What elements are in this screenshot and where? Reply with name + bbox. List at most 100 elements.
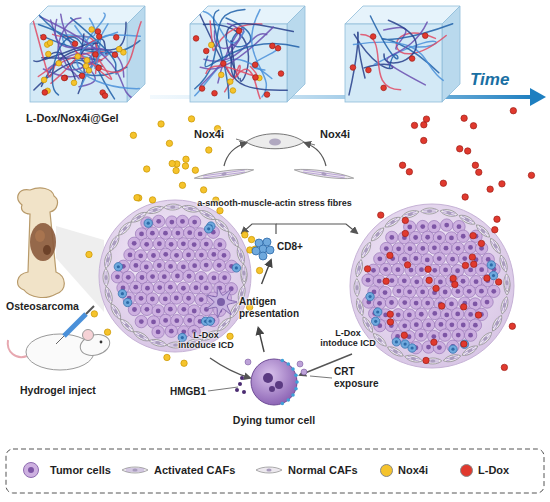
tumor-nucleus — [474, 279, 479, 284]
ldox-dot — [378, 212, 384, 218]
tumor-nucleus — [151, 253, 156, 258]
tumor-cell — [464, 241, 476, 253]
time-label: Time — [470, 70, 530, 90]
tumor-nucleus — [139, 232, 144, 237]
nox4i-dot — [91, 311, 97, 317]
tumor-nucleus — [444, 223, 449, 228]
tumor-nucleus — [461, 279, 466, 284]
activated-caf — [498, 254, 509, 273]
activated-caf — [216, 316, 233, 333]
tumor-nucleus — [180, 219, 185, 224]
tumor-nucleus — [407, 313, 412, 318]
t-cell-nucleus — [403, 342, 406, 345]
nox4i-dot — [130, 132, 136, 138]
gel-fibre — [252, 10, 267, 97]
tumor-cell — [182, 292, 194, 304]
nox4i-dot — [206, 147, 212, 153]
tumor-sphere — [350, 204, 514, 368]
legend-entry: L-Dox — [460, 461, 509, 479]
t-cell-nucleus — [490, 263, 493, 266]
activated-caf — [194, 167, 254, 181]
activated-caf — [499, 296, 509, 315]
tumor-nucleus — [409, 268, 414, 273]
tumor-nucleus — [222, 275, 227, 280]
icd-arrow — [210, 358, 250, 378]
nox4i-dot — [104, 329, 110, 335]
tumor-cell — [410, 252, 422, 264]
tumor-cell — [440, 242, 452, 254]
t-cell-nucleus — [492, 274, 495, 277]
ldox-dot — [96, 34, 102, 40]
ldox-dot — [221, 61, 227, 67]
hydrogel-cube — [190, 6, 305, 102]
t-cell — [252, 247, 260, 255]
activated-caf — [477, 330, 494, 347]
tumor-cell — [416, 286, 428, 298]
tumor-cell — [213, 259, 225, 271]
tumor-cell — [392, 263, 404, 275]
caf-nucleus — [269, 139, 281, 146]
nox4i-dot — [200, 187, 206, 193]
activated-caf — [184, 337, 203, 348]
tumor-cell — [428, 220, 440, 232]
t-cell-nucleus — [235, 266, 238, 269]
tumor-nucleus — [212, 276, 217, 281]
ldox-dot — [270, 43, 276, 49]
activated-caf — [354, 259, 364, 278]
tumor-nucleus — [383, 267, 388, 272]
ldox-dot — [462, 194, 468, 200]
activated-caf — [488, 237, 503, 255]
tumor-cell — [160, 248, 172, 260]
ldox-dot — [402, 217, 408, 223]
tumor-nucleus — [138, 253, 143, 258]
nox4i-dot — [208, 42, 214, 48]
tumor-nucleus — [192, 263, 197, 268]
inhibition-arrow — [224, 143, 246, 166]
bone-symbol — [18, 188, 65, 297]
t-cell-nucleus — [126, 301, 129, 304]
ldox-dot — [484, 275, 490, 281]
tumor-nucleus — [151, 320, 156, 325]
normal-caf — [256, 467, 282, 473]
tumor-nucleus — [181, 307, 186, 312]
tumor-nucleus — [443, 333, 448, 338]
legend-swatch — [380, 464, 393, 477]
nox4i-dot — [86, 251, 92, 257]
nox4i-dot — [46, 51, 52, 57]
activated-caf — [458, 213, 477, 227]
nox4i-dot — [144, 166, 150, 172]
activated-caf — [146, 204, 165, 215]
ldox-dot — [431, 339, 437, 345]
tumor-cell — [399, 320, 411, 332]
tumor-nucleus — [163, 252, 168, 257]
cube-side — [287, 6, 305, 102]
ldox-dot — [62, 75, 68, 81]
tumor-nucleus — [175, 274, 180, 279]
tumor-cell — [128, 237, 140, 249]
node-label: L-Dox/Nox4i@Gel — [26, 112, 166, 125]
gel-fibre — [34, 52, 75, 79]
t-cell — [123, 298, 131, 306]
ldox-dot — [462, 262, 468, 268]
cube-side — [127, 6, 145, 102]
tumor-cell — [399, 296, 411, 308]
tumor-nucleus — [192, 309, 197, 314]
ldox-dot — [492, 227, 498, 233]
tumor-nucleus — [186, 253, 191, 258]
tumor-nucleus — [444, 246, 449, 251]
tumor-cell — [475, 308, 487, 320]
ldox-dot — [471, 261, 477, 267]
tumor-nucleus — [419, 333, 424, 338]
cube-top — [30, 6, 145, 24]
tumor-nucleus — [168, 285, 173, 290]
tumor-nucleus — [450, 257, 455, 262]
tumor-cell — [429, 307, 441, 319]
gel-fibre — [231, 41, 287, 90]
t-cell — [371, 317, 379, 325]
apoptotic-body — [245, 359, 251, 365]
leader-line — [310, 376, 332, 378]
tumor-nucleus — [462, 256, 467, 261]
annotation: Nox4i — [320, 128, 360, 141]
